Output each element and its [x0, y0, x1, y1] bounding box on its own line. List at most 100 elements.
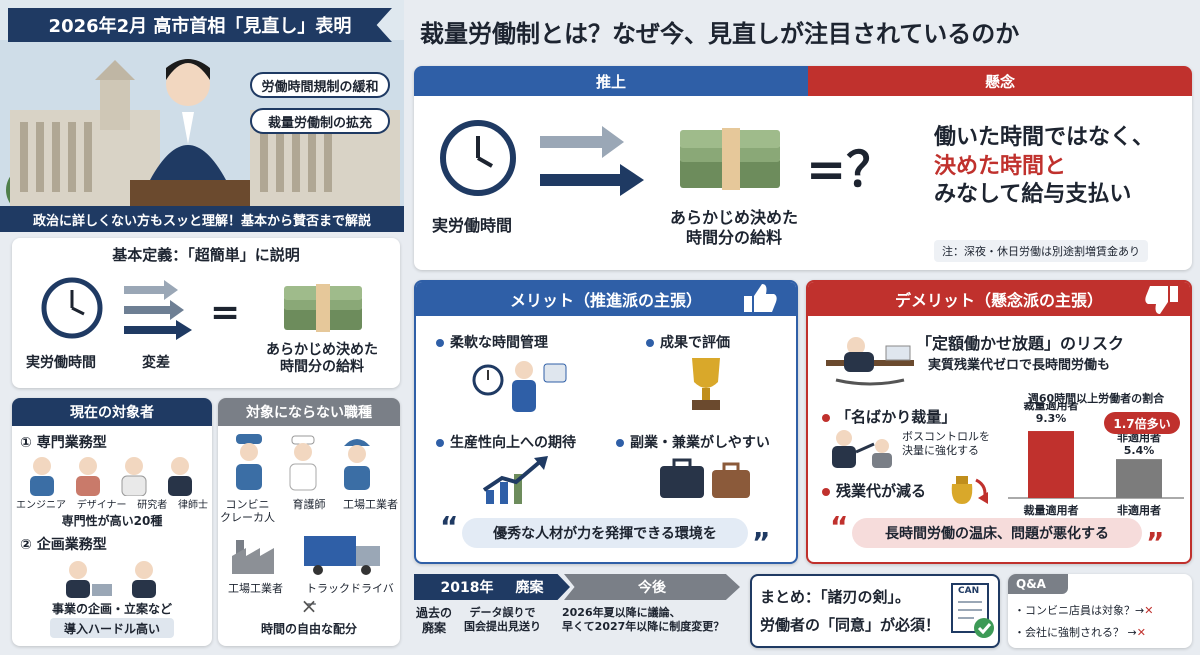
definition-equals: = — [210, 292, 241, 333]
workers-illustration — [236, 434, 370, 491]
merit-quote: 優秀な人材が力を発揮できる環境を — [462, 518, 748, 548]
merit-item-2: 成果で評価 — [646, 332, 730, 352]
qa-item-1-mark: ✕ — [1144, 604, 1154, 617]
growth-chart-icon — [482, 456, 548, 504]
chart-category-label-2: 非適用者 — [1117, 503, 1161, 517]
risk-title: 「定額働かせ放題」のリスク — [916, 334, 1125, 353]
summary-line-1: まとめ：「諸刃の剣」。 — [760, 588, 911, 606]
targets-section2: ② 企画業務型 — [20, 537, 107, 553]
targets-badge: 導入ハードル高い — [50, 618, 174, 638]
non-target-item-1: 工場工業者 — [228, 582, 283, 595]
money-bag-icon — [951, 476, 988, 504]
qa-item-2-text: ・会社に強制される？ → — [1014, 626, 1137, 639]
definition-money-label: あらかじめ決めた 時間分の給料 — [266, 342, 378, 375]
concept-money-icon — [680, 128, 780, 190]
agreement-document-icon — [951, 583, 994, 638]
merit-panel: メリット（推進派の主張） 柔軟な時間管理 成果で評価 生産性向上への期待 副業・… — [414, 280, 798, 564]
merit-item-1: 柔軟な時間管理 — [436, 332, 548, 352]
flex-time-illustration — [472, 361, 567, 412]
statement-line-3: みなして給与支払い — [934, 182, 1132, 208]
chart-bar-2 — [1116, 459, 1162, 498]
professionals-labels: エンジニア デザイナー 研究者 律師士 — [16, 496, 208, 511]
main-title: 裁量労働制とは？なぜ今、見直しが注目されているのか — [420, 20, 1020, 48]
merit-item-4: 副業・兼業がしやすい — [616, 432, 770, 452]
chart-value-label-1: 裁量適用者 — [1024, 402, 1079, 412]
demerit-item-1-text: 「名ばかり裁量」 — [836, 408, 957, 426]
concept-panel: 推上 懸念 実労働時間 あらかじめ決めた 時間分の給料 =？ 働いた時間ではなく… — [414, 66, 1192, 270]
cross-mark: × — [300, 594, 318, 618]
tab-right-text: 懸念 — [984, 72, 1015, 91]
qa-item-2: ・会社に強制される？ →✕ — [1014, 624, 1146, 640]
targets-title-text: 現在の対象者 — [70, 405, 154, 421]
hero-panel: 2026年2月 高市首相「見直し」表明 労働時間規制の緩和 裁量労働制の拡充 政… — [0, 0, 404, 232]
arrows-icon — [124, 280, 192, 340]
timeline-future: 今後 — [564, 574, 740, 600]
hero-caption-text: 政治に詳しくない方もスッと理解！基本から賛否まで解説 — [32, 213, 371, 229]
non-targets-title-text: 対象にならない職種 — [246, 405, 372, 421]
demerit-title-text: デメリット（懸念派の主張） — [894, 291, 1103, 310]
timeline-panel: 2018年 廃案 今後 過去の 廃案 データ誤りで 国会提出見送り 2026年夏… — [414, 574, 740, 648]
boss-control-illustration — [832, 430, 892, 468]
non-targets-note: 時間の自由な配分 — [260, 622, 357, 636]
timeline-year: 2018年 — [440, 580, 494, 596]
timeline-col-3: 2026年夏以降に議論、 早くて2027年以降に制度変更？ — [562, 606, 725, 634]
worker-label-2: 育護師 — [292, 498, 326, 511]
merit-item-3-text: 生産性向上への期待 — [450, 435, 576, 451]
speech-bubble-2-text: 裁量労働制の拡充 — [267, 115, 372, 131]
profession-label-2: デザイナー — [76, 500, 127, 511]
definition-arrows-label: 変差 — [142, 355, 170, 371]
qa-panel: Q&A ・コンビニ店員は対象？→✕ ・会社に強制される？ →✕ — [1008, 574, 1192, 648]
factory-icon — [232, 540, 274, 574]
qa-title-text: Q&A — [1016, 577, 1046, 591]
timeline-col-2: データ誤りで 国会提出見送り — [464, 606, 541, 634]
chart-annotation: 1.7倍多い — [1104, 412, 1180, 434]
merit-item-3: 生産性向上への期待 — [436, 432, 576, 452]
chart-title: 週60時間以上労働者の割合 — [1027, 392, 1165, 405]
chart-annotation-text: 1.7倍多い — [1113, 416, 1171, 431]
concept-statement: 働いた時間ではなく、 決めた時間と みなして給与支払い — [934, 124, 1154, 210]
timeline-col-1: 過去の 廃案 — [416, 606, 453, 635]
demerit-quote: 長時間労働の温床、問題が悪化する — [852, 518, 1142, 548]
timeline-year-status: 2018年 廃案 — [414, 574, 570, 600]
merit-item-1-text: 柔軟な時間管理 — [450, 335, 548, 351]
concept-equals-question: =？ — [806, 142, 895, 198]
qa-item-2-mark: ✕ — [1136, 626, 1146, 639]
summary-panel: まとめ：「諸刃の剣」。 労働者の「同意」が必須！ CAN — [750, 574, 1000, 648]
merit-title-text: メリット（推進派の主張） — [509, 291, 702, 310]
tab-right: 懸念 — [808, 66, 1192, 96]
briefcase-icon — [660, 458, 750, 498]
hero-banner-text: 2026年2月 高市首相「見直し」表明 — [48, 16, 352, 37]
summary-line-2: 労働者の「同意」が必須！ — [760, 616, 941, 634]
overworked-illustration — [826, 337, 914, 386]
qa-title: Q&A — [1008, 574, 1068, 594]
planners-illustration — [66, 561, 156, 598]
demerit-panel: デメリット（懸念派の主張） 「定額働かせ放題」のリスク 実質残業代ゼロで長時間労… — [806, 280, 1192, 564]
targets-section2-note: 事業の企画・立案など — [51, 602, 172, 616]
merit-item-4-text: 副業・兼業がしやすい — [630, 435, 770, 451]
non-target-item-2: トラックドライバー — [306, 582, 394, 611]
demerit-item-1-sub: ボスコントロルを 決量に強化する — [902, 430, 990, 457]
merit-quote-text: 優秀な人材が力を発揮できる環境を — [493, 526, 717, 542]
speech-bubble-1: 労働時間規制の緩和 — [250, 72, 390, 98]
thumbs-up-icon — [744, 284, 777, 312]
thumbs-down-icon — [1145, 286, 1178, 314]
profession-label-1: エンジニア — [16, 500, 66, 511]
chart-bar-1 — [1028, 431, 1074, 498]
statement-line-1: 働いた時間ではなく、 — [934, 125, 1155, 150]
profession-label-3: 研究者 — [137, 500, 168, 511]
demerit-title: デメリット（懸念派の主張） — [808, 282, 1190, 316]
demerit-quote-close-mark: ” — [1146, 526, 1165, 559]
concept-money-label: あらかじめ決めた 時間分の給料 — [669, 208, 798, 247]
definition-clock-label: 実労働時間 — [26, 355, 96, 371]
tab-left-text: 推上 — [595, 72, 626, 91]
merit-quote-close-mark: ” — [752, 526, 771, 559]
demerit-quote-text: 長時間労働の温床、問題が悪化する — [885, 526, 1109, 542]
timeline-future-text: 今後 — [638, 580, 666, 596]
demerit-quote-open-mark: “ — [830, 510, 849, 543]
agreement-document-label: CAN — [958, 586, 980, 596]
definition-title: 基本定義：「超簡単」に説明 — [12, 242, 400, 266]
qa-item-1-text: ・コンビニ店員は対象？→ — [1014, 604, 1145, 617]
timeline-status: 廃案 — [515, 580, 544, 596]
targets-panel: 現在の対象者 ① 専門業務型 エンジニア デザイナー 研究者 律師士 専門性が高… — [12, 398, 212, 646]
